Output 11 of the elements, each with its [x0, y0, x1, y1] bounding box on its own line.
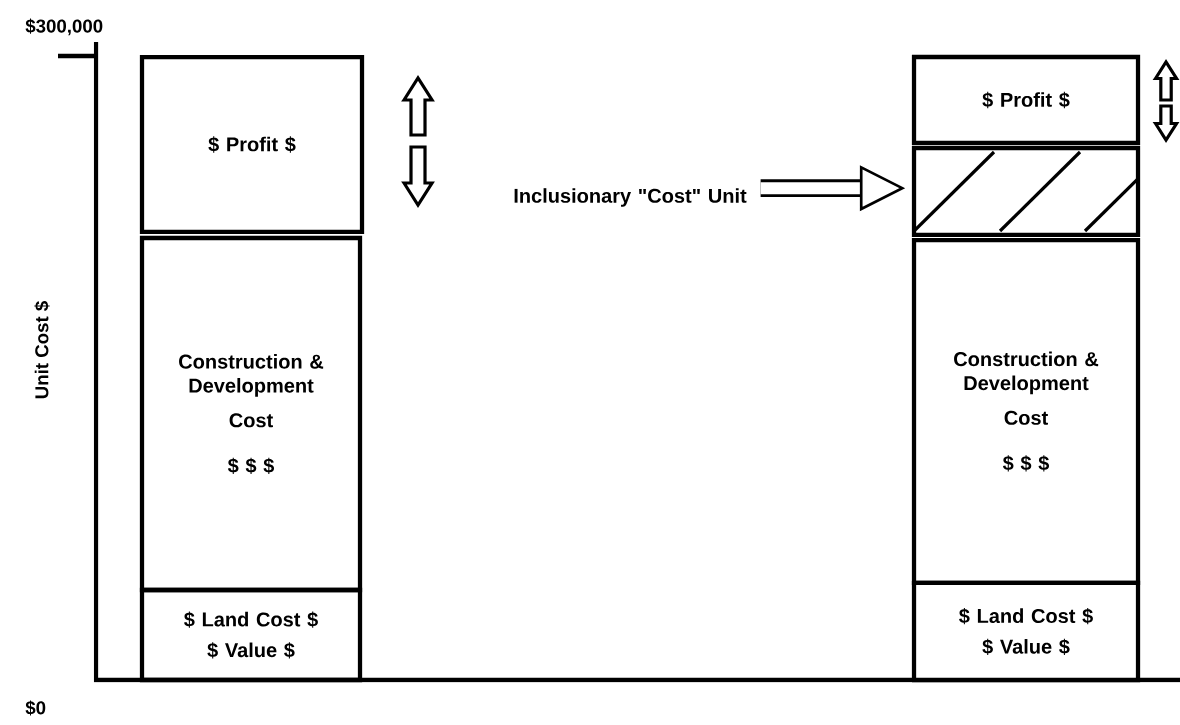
callout-text: Inclusionary "Cost" Unit: [514, 188, 747, 207]
axis-label: Unit Cost $: [34, 301, 50, 399]
hatched-box: [911, 145, 1141, 238]
cost-box: Construction & Development Cost $ $ $: [139, 235, 363, 593]
profit-box: $ Profit $: [911, 54, 1141, 146]
profit-box: $ Profit $: [139, 54, 365, 235]
cost-box: Construction & Development Cost $ $ $: [911, 237, 1141, 586]
land-box: $ Land Cost $ $ Value $: [139, 587, 363, 683]
axis-label: $0: [25, 700, 46, 716]
axis-label: $300,000: [25, 18, 103, 36]
land-box: $ Land Cost $ $ Value $: [911, 580, 1141, 683]
